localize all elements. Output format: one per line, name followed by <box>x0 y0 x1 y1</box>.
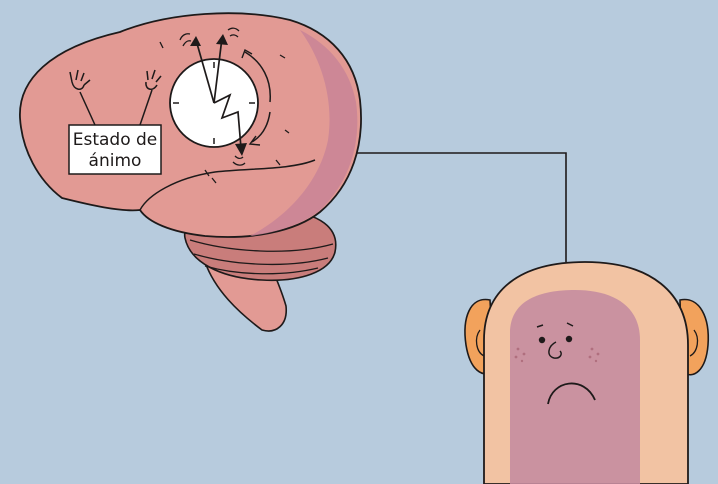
brain: Estado de ánimo <box>20 13 361 331</box>
right-eye <box>566 336 572 342</box>
sign-label-line2: ánimo <box>89 151 142 171</box>
mood-sign: Estado de ánimo <box>69 125 161 174</box>
sign-label-line1: Estado de <box>73 130 158 150</box>
connector-line <box>352 153 566 262</box>
left-eye <box>539 337 545 343</box>
face-shading <box>510 290 640 484</box>
sad-head <box>465 262 708 484</box>
